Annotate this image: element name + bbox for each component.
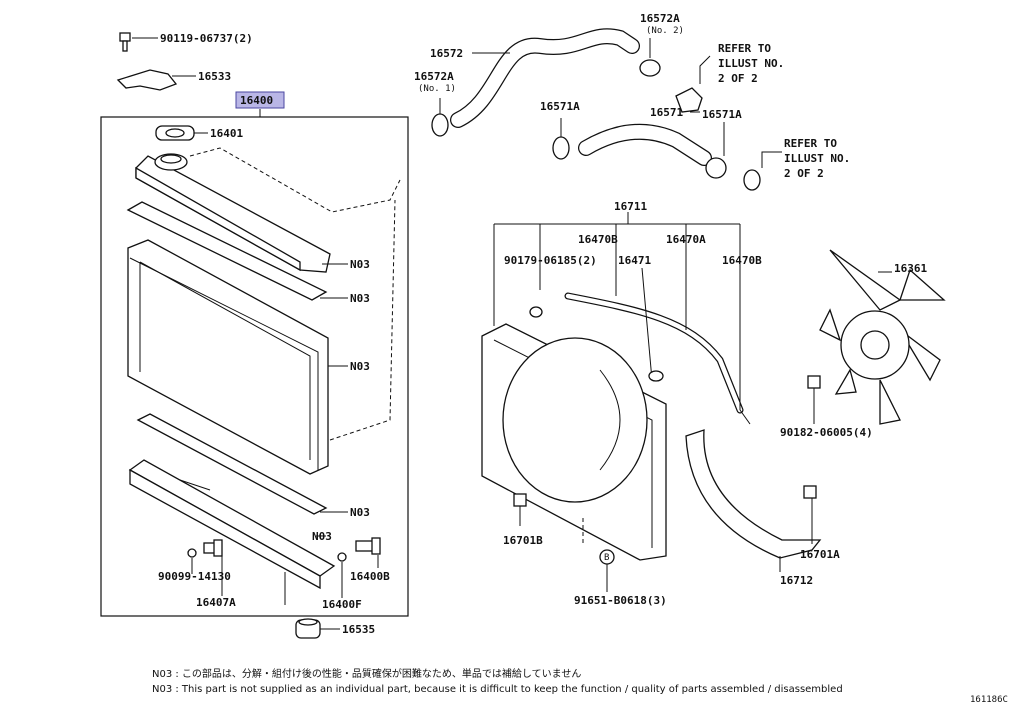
- label-91651: 91651-B0618(3): [574, 594, 667, 607]
- clip-icon: [513, 493, 527, 507]
- radiator-assembly-frame: [100, 116, 409, 617]
- clip-icon-2: [803, 485, 817, 499]
- label-90182: 90182-06005(4): [780, 426, 873, 439]
- label-16400-highlight: [235, 91, 285, 109]
- pipe-end-icon: [743, 169, 761, 191]
- label-no1: (No. 1): [418, 84, 456, 94]
- label-16400: 16400: [240, 94, 273, 107]
- label-circle-b: B: [604, 553, 609, 563]
- fan-shroud: [481, 323, 667, 561]
- label-90119: 90119-06737(2): [160, 32, 253, 45]
- label-16701B: 16701B: [503, 534, 543, 547]
- cap-seal-icon: [155, 125, 195, 141]
- label-16401: 16401: [210, 127, 243, 140]
- cooling-fan: [819, 249, 946, 425]
- clip-icon-4: [529, 306, 543, 318]
- upper-tank: [135, 153, 331, 273]
- shroud-lower-half: [685, 429, 822, 559]
- label-16711: 16711: [614, 200, 647, 213]
- mount-cushion-icon: [295, 618, 321, 639]
- bracket-icon: [116, 69, 178, 91]
- label-16572A-2: 16572A: [640, 12, 680, 25]
- label-n03-5: N03: [312, 530, 332, 543]
- footnote-japanese: N03 : この部品は、分解・組付け後の性能・品質確保が困難なため、単品では補給…: [152, 667, 581, 680]
- footnote-english: N03 : This part is not supplied as an in…: [152, 684, 843, 695]
- drain-cock-icon: [203, 539, 223, 557]
- hose-clamp-icon: [431, 59, 727, 179]
- bolt-icon: [119, 32, 131, 52]
- label-16400F: 16400F: [322, 598, 362, 611]
- clip-icon-3: [648, 370, 664, 382]
- label-90179: 90179-06185(2): [504, 254, 597, 267]
- upper-gasket: [126, 201, 328, 301]
- label-16572A-1: 16572A: [414, 70, 454, 83]
- water-outlet-icon: [675, 87, 703, 113]
- label-16470B-a: 16470B: [578, 233, 618, 246]
- label-16471: 16471: [618, 254, 651, 267]
- label-16571A-b: 16571A: [702, 108, 742, 121]
- label-16361: 16361: [894, 262, 927, 275]
- drain-plug-icon: [355, 537, 381, 555]
- label-16400B: 16400B: [350, 570, 390, 583]
- label-n03-1: N03: [350, 258, 370, 271]
- refer-2-line-3: 2 OF 2: [784, 167, 824, 180]
- label-n03-2: N03: [350, 292, 370, 305]
- label-16470A: 16470A: [666, 233, 706, 246]
- label-16470B-b: 16470B: [722, 254, 762, 267]
- label-n03-4: N03: [350, 506, 370, 519]
- label-16701A: 16701A: [800, 548, 840, 561]
- label-90099: 90099-14130: [158, 570, 231, 583]
- refer-1-line-2: ILLUST NO.: [718, 57, 784, 70]
- refer-2-line-1: REFER TO: [784, 137, 837, 150]
- label-16712: 16712: [780, 574, 813, 587]
- nut-icon: [807, 375, 821, 389]
- label-16572: 16572: [430, 47, 463, 60]
- refer-1-line-1: REFER TO: [718, 42, 771, 55]
- label-16533: 16533: [198, 70, 231, 83]
- label-16535: 16535: [342, 623, 375, 636]
- label-n03-3: N03: [350, 360, 370, 373]
- lower-gasket: [136, 413, 328, 515]
- label-16407A: 16407A: [196, 596, 236, 609]
- refer-2-line-2: ILLUST NO.: [784, 152, 850, 165]
- radiator-core: [127, 239, 329, 475]
- label-16571: 16571: [650, 106, 683, 119]
- refer-1-line-3: 2 OF 2: [718, 72, 758, 85]
- label-16571A-a: 16571A: [540, 100, 580, 113]
- o-ring-icon-2: [337, 552, 347, 562]
- figure-id: 161186C: [970, 695, 1008, 705]
- label-no2: (No. 2): [646, 26, 684, 36]
- o-ring-icon: [187, 548, 197, 558]
- lower-tank: [128, 459, 336, 590]
